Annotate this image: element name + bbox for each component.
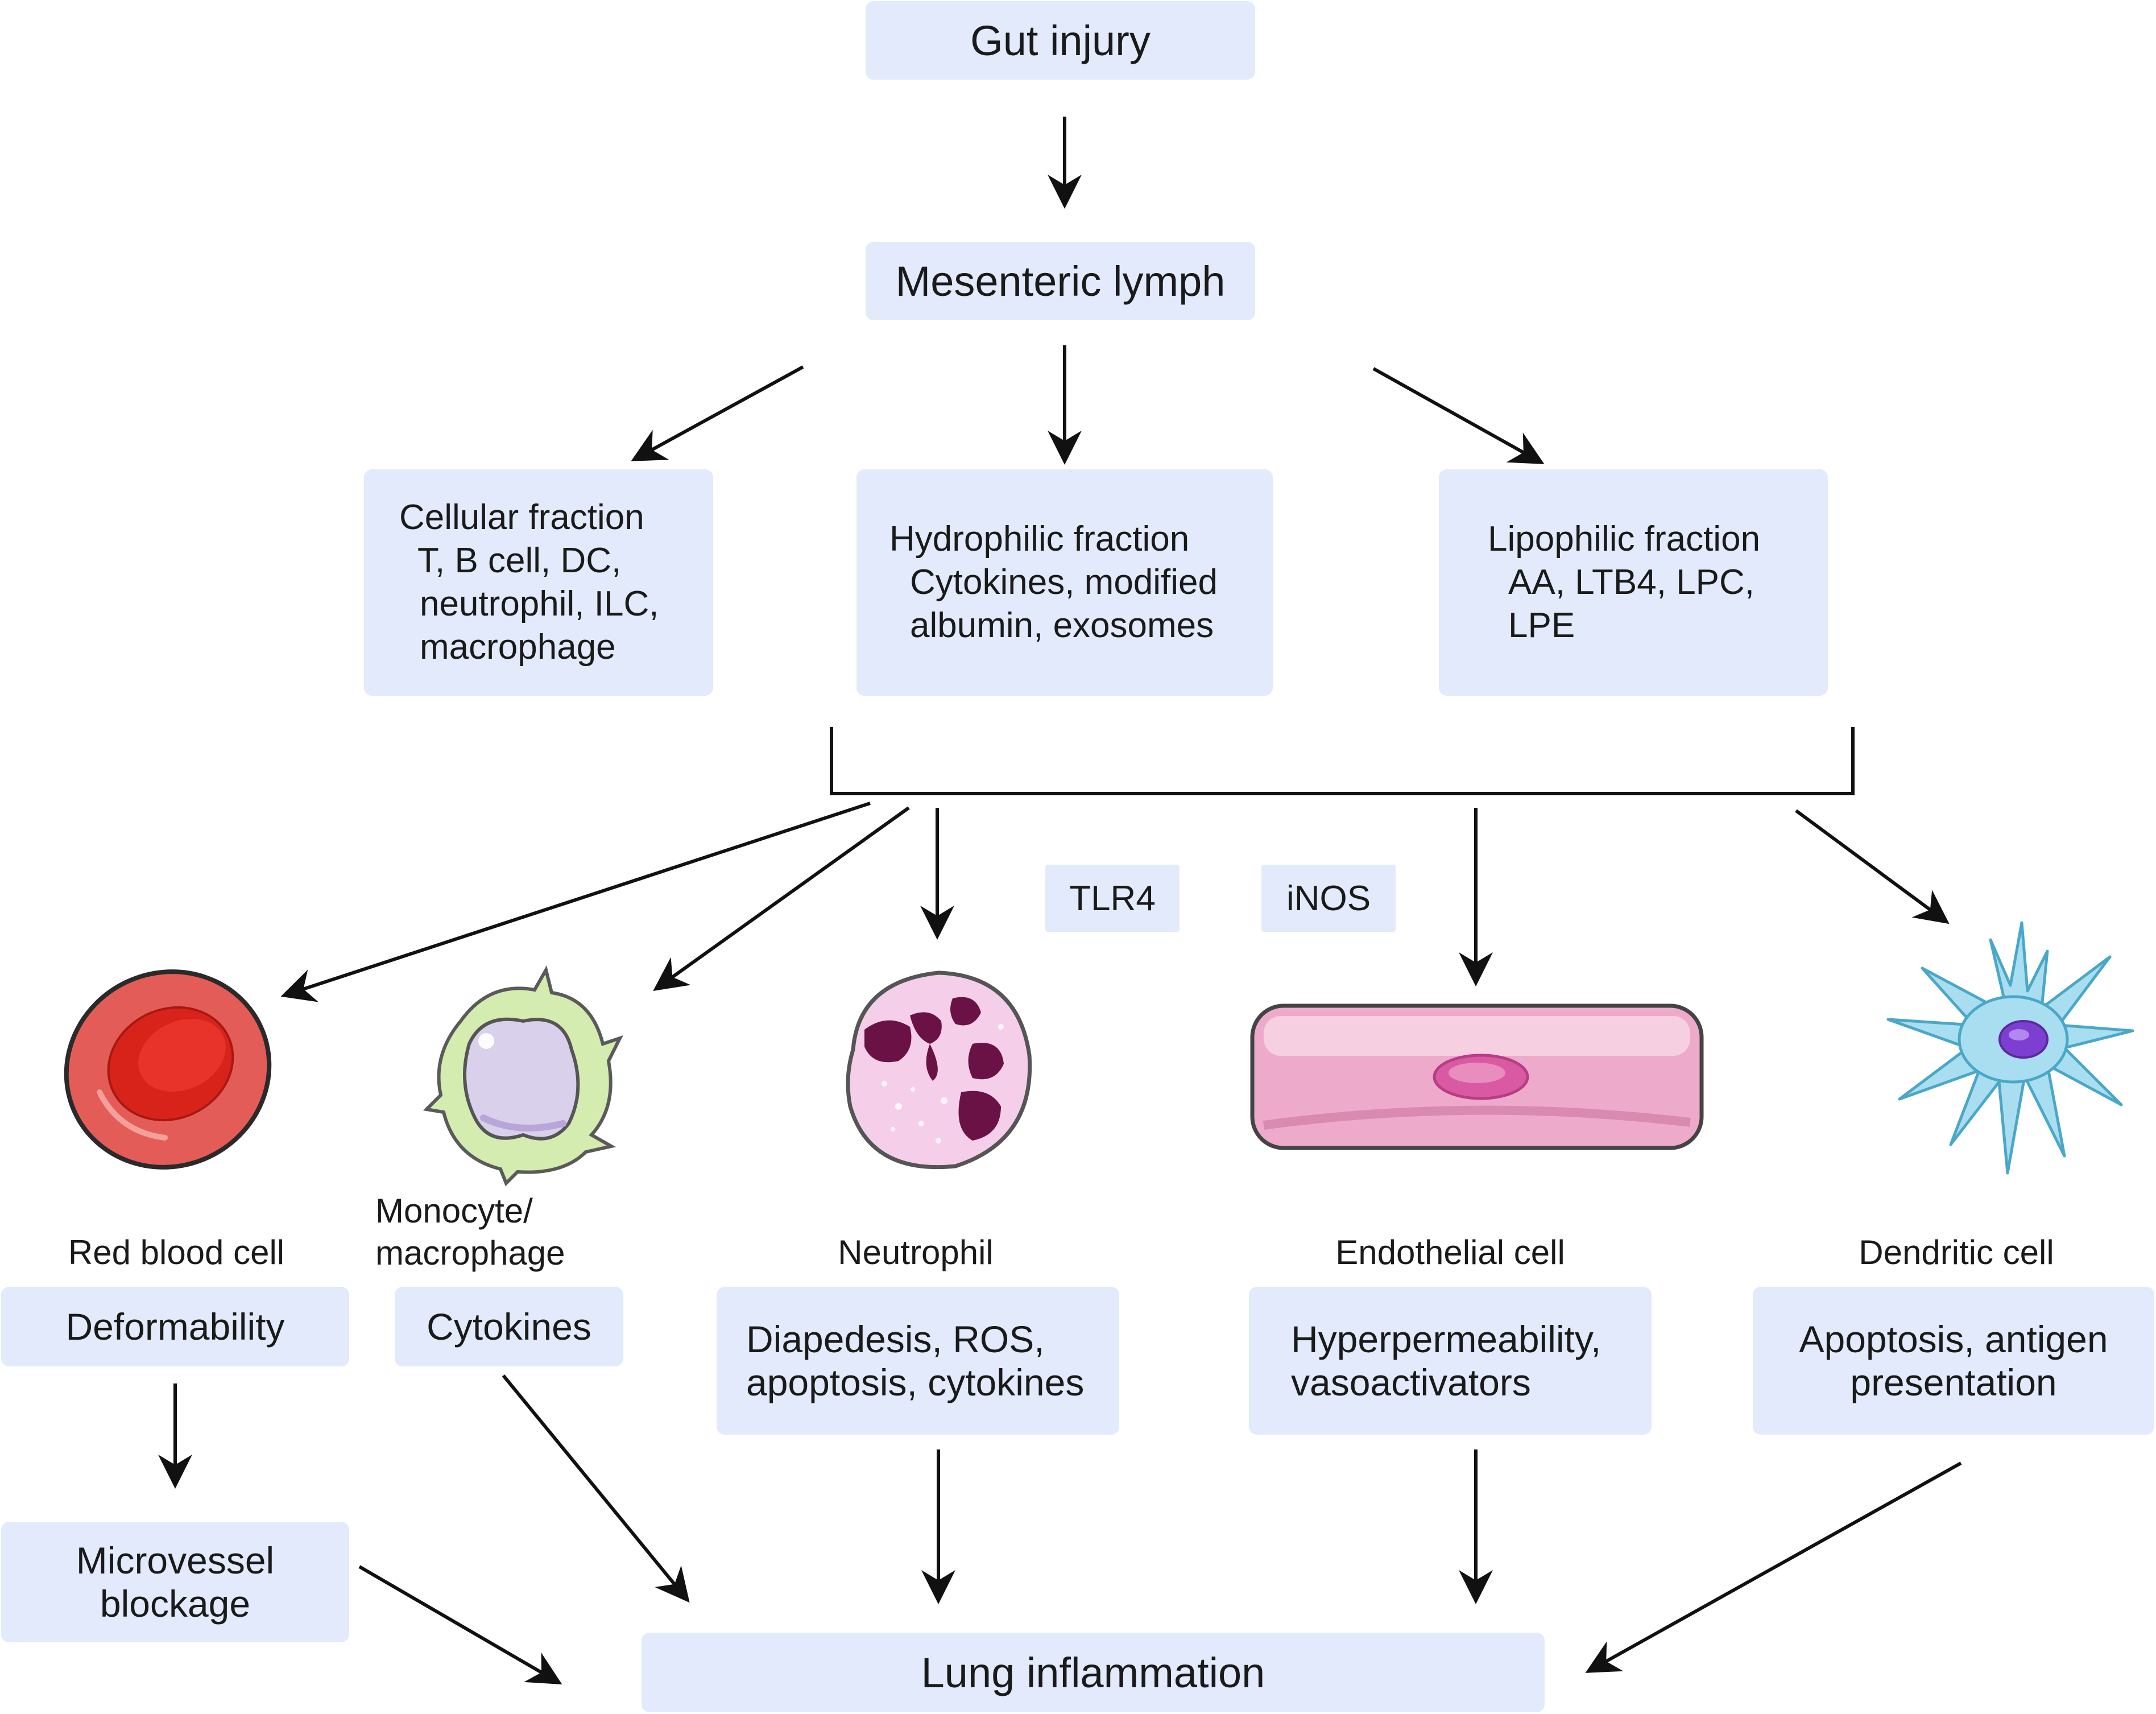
microvessel-line-1: Microvessel — [76, 1539, 275, 1581]
hydrophilic-fraction-title: Hydrophilic fraction — [889, 519, 1190, 559]
cellular-fraction-line-2: neutrophil, ILC, — [420, 584, 659, 623]
lipophilic-fraction-line-1: AA, LTB4, LPC, — [1508, 563, 1755, 602]
tlr4-tag: TLR4 — [1045, 865, 1180, 932]
hydrophilic-fraction-line-2: albumin, exosomes — [910, 606, 1214, 645]
monocyte-name-label: Monocyte/ macrophage — [375, 1190, 643, 1274]
lipophilic-fraction-line-2: LPE — [1508, 606, 1575, 645]
endothelial-cell-illustration — [1250, 1003, 1704, 1150]
monocyte-illustration — [423, 965, 623, 1186]
rbc-name: Red blood cell — [68, 1233, 285, 1271]
dendritic-effect-box: Apoptosis, antigen presentation — [1753, 1287, 2154, 1435]
endothelial-effect-line-2: vasoactivators — [1291, 1361, 1531, 1403]
neutrophil-name-label: Neutrophil — [773, 1232, 1058, 1274]
neutrophil-effect-line-1: Diapedesis, ROS, — [746, 1318, 1045, 1360]
cellular-fraction-title: Cellular fraction — [399, 498, 644, 537]
endothelial-effect-box: Hyperpermeability, vasoactivators — [1249, 1287, 1652, 1435]
deformability-box: Deformability — [1, 1287, 349, 1366]
red-blood-cell-illustration — [64, 969, 272, 1170]
cellular-fraction-line-3: macrophage — [420, 627, 616, 667]
dendritic-cell-illustration — [1886, 921, 2134, 1175]
gut-injury-label: Gut injury — [970, 16, 1151, 64]
mesenteric-lymph-box: Mesenteric lymph — [866, 242, 1255, 320]
lung-inflammation-box: Lung inflammation — [642, 1633, 1545, 1712]
monocyte-name-line-1: Monocyte/ — [375, 1192, 533, 1230]
neutrophil-effect-line-2: apoptosis, cytokines — [746, 1361, 1085, 1403]
deformability-label: Deformability — [65, 1306, 285, 1348]
endothelial-effect-line-1: Hyperpermeability, — [1291, 1318, 1602, 1360]
hydrophilic-fraction-box: Hydrophilic fraction Cytokines, modified… — [856, 469, 1273, 696]
gut-injury-box: Gut injury — [866, 1, 1255, 80]
arrow-cytokines-to-lung — [502, 1374, 690, 1603]
arrow-microvessel-to-lung — [358, 1565, 562, 1685]
mesenteric-lymph-label: Mesenteric lymph — [895, 257, 1226, 305]
neutrophil-name: Neutrophil — [838, 1233, 994, 1271]
cellular-fraction-box: Cellular fraction T, B cell, DC, neutrop… — [364, 469, 713, 696]
inos-label: iNOS — [1286, 878, 1371, 918]
arrow-lymph-to-lipophilic — [1372, 367, 1545, 464]
dendritic-effect-line-2: presentation — [1850, 1361, 2057, 1403]
dendritic-effect-line-1: Apoptosis, antigen — [1799, 1318, 2108, 1360]
neutrophil-effect-box: Diapedesis, ROS, apoptosis, cytokines — [717, 1287, 1119, 1435]
endothelial-name-label: Endothelial cell — [1297, 1232, 1604, 1274]
lung-inflammation-label: Lung inflammation — [921, 1649, 1265, 1696]
arrow-lymph-to-cellular — [631, 365, 804, 461]
cytokines-box: Cytokines — [395, 1287, 623, 1366]
dendritic-name-label: Dendritic cell — [1803, 1232, 2110, 1274]
cytokines-label: Cytokines — [427, 1306, 591, 1348]
monocyte-name-line-2: macrophage — [375, 1234, 565, 1272]
neutrophil-illustration — [846, 970, 1032, 1170]
rbc-name-label: Red blood cell — [17, 1232, 336, 1274]
dendritic-name: Dendritic cell — [1859, 1233, 2054, 1271]
lipophilic-fraction-box: Lipophilic fraction AA, LTB4, LPC, LPE — [1439, 469, 1828, 696]
arrow-dendritic-to-lung — [1585, 1461, 1962, 1673]
microvessel-blockage-box: Microvessel blockage — [1, 1522, 349, 1642]
tlr4-label: TLR4 — [1069, 878, 1156, 918]
endothelial-name: Endothelial cell — [1335, 1233, 1565, 1271]
bracket-connector — [830, 727, 1855, 795]
lipophilic-fraction-title: Lipophilic fraction — [1488, 519, 1761, 559]
arrow-to-rbc — [280, 802, 871, 1002]
cellular-fraction-line-1: T, B cell, DC, — [417, 541, 622, 580]
inos-tag: iNOS — [1261, 865, 1396, 932]
microvessel-line-2: blockage — [100, 1583, 251, 1625]
arrow-to-monocyte — [653, 806, 910, 991]
hydrophilic-fraction-line-1: Cytokines, modified — [910, 563, 1218, 602]
arrow-to-dendritic — [1795, 809, 1950, 924]
